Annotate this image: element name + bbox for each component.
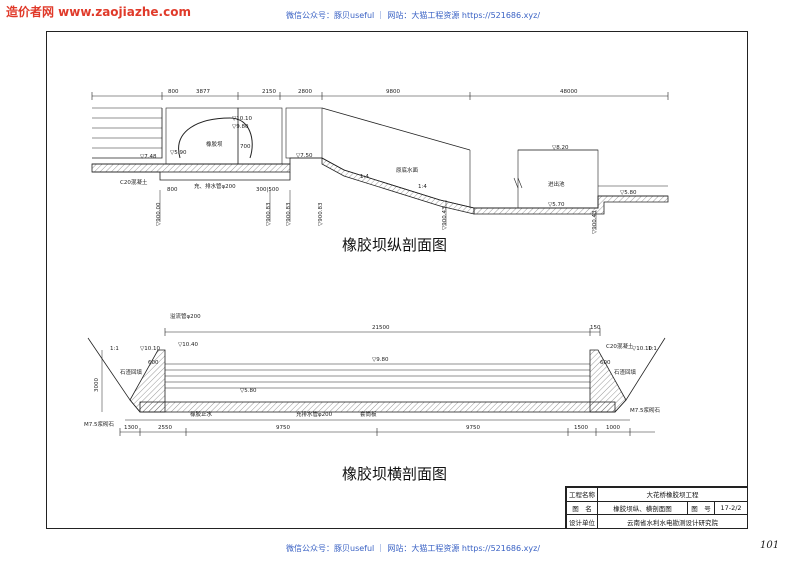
elevation-label: ▽8.20 [552,145,569,151]
drawing-value: 橡胶坝纵、横剖面图 [597,500,688,516]
dim-label: 1300 [124,425,138,431]
dim-600-label: 600 [600,360,611,366]
dim-label: 2800 [298,89,312,95]
elevation-label: ▽10.10 [232,116,252,122]
slope-right-label: 1:1 [648,346,657,352]
dim-label: 3877 [196,89,210,95]
project-value: 大花桥橡胶坝工程 [597,487,748,502]
longitudinal-section [91,92,669,230]
top-watermark: 微信公众号：豚贝useful ｜ 网站：大猫工程资源 https://52168… [286,11,541,20]
dim-label: 48000 [560,89,578,95]
dim-label: 9750 [466,425,480,431]
elevation-label: ▽9.80 [232,124,249,130]
dim-label: 1000 [606,425,620,431]
dim-600-label: 600 [148,360,159,366]
c20-concrete-label: C20混凝土 [120,180,148,186]
dim-label: 1500 [574,425,588,431]
vertical-elevation: ▽900.00 [156,202,162,226]
elevation-label: ▽7.48 [140,154,157,160]
slope-label: 1:4 [360,174,369,180]
slope-left-label: 1:1 [110,346,119,352]
masonry-left-label: M7.5浆砌石 [84,422,114,428]
page-number: 101 [760,540,780,551]
designer-label: 设计单位 [566,514,598,529]
vertical-elevation: ▽900.83 [318,202,324,226]
slope-label: 1:4 [418,184,427,190]
overflow-pipe-label: 溢流管φ200 [170,314,201,320]
elevation-label: ▽10.10 [632,346,652,352]
elevation-label: ▽5.90 [170,150,187,156]
project-label: 工程名称 [566,487,598,502]
dim-label: 9750 [276,425,290,431]
rubber-dam-label: 橡胶坝 [206,142,223,148]
dim-800-label: 800 [167,187,178,193]
elevation-label: ▽5.80 [240,388,257,394]
title-block: 工程名称 大花桥橡胶坝工程 图 名 橡胶坝纵、横剖面图 图 号 17-2/2 设… [565,486,748,529]
height-3000-label: 3000 [94,378,100,392]
masonry-right-label: M7.5浆砌石 [630,408,660,414]
elevation-label: ▽10.10 [140,346,160,352]
elevation-label: ▽10.40 [178,342,198,348]
original-bed-label: 原底水面 [396,168,419,174]
transverse-title: 橡胶坝横剖面图 [342,465,448,483]
dim-300-500-label: 300|500 [256,187,279,193]
drawing-frame [46,31,748,529]
number-label: 图 号 [687,500,715,516]
c20-concrete-label: C20混凝土 [606,344,634,350]
elevation-label: ▽5.70 [548,202,565,208]
vertical-elevation: ▽900.83 [286,202,292,226]
site-logo-text: 造价者网 www.zaojiazhe.com [6,5,191,19]
dim-label: 800 [168,89,179,95]
rubble-backfill-label: 石渣回填 [120,370,143,376]
vertical-elevation: ▽900.83 [266,202,272,226]
sleeve-plate-label: 套筒板 [360,412,377,418]
dim-label: 2150 [262,89,276,95]
dim-700-label: 700 [240,144,251,150]
vertical-elevation: ▽900.43 [592,210,598,234]
longitudinal-title: 橡胶坝纵剖面图 [342,236,448,254]
drawing-label: 图 名 [566,500,598,516]
elevation-label: ▽7.50 [296,153,313,159]
elevation-label: ▽9.80 [372,357,389,363]
number-value: 17-2/2 [714,500,748,516]
fill-drain-pipe-label: 充、排水管φ200 [194,184,236,190]
rubble-backfill-label: 石渣回填 [614,370,637,376]
dim-label: 21500 [372,325,390,331]
basin-label: 进出池 [548,182,565,188]
dim-label: 9800 [386,89,400,95]
rubber-waterstop-label: 橡胶止水 [190,412,213,418]
fill-drain-pipe-label: 充排水管φ200 [296,412,333,418]
transverse-section [87,328,666,436]
elevation-label: ▽5.80 [620,190,637,196]
bottom-watermark: 微信公众号：豚贝useful ｜ 网站：大猫工程资源 https://52168… [286,544,541,553]
dim-label: 150 [590,325,601,331]
dim-label: 2550 [158,425,172,431]
vertical-elevation: ▽900.43 [442,206,448,230]
designer-value: 云南省水利水电勘测设计研究院 [597,514,748,529]
